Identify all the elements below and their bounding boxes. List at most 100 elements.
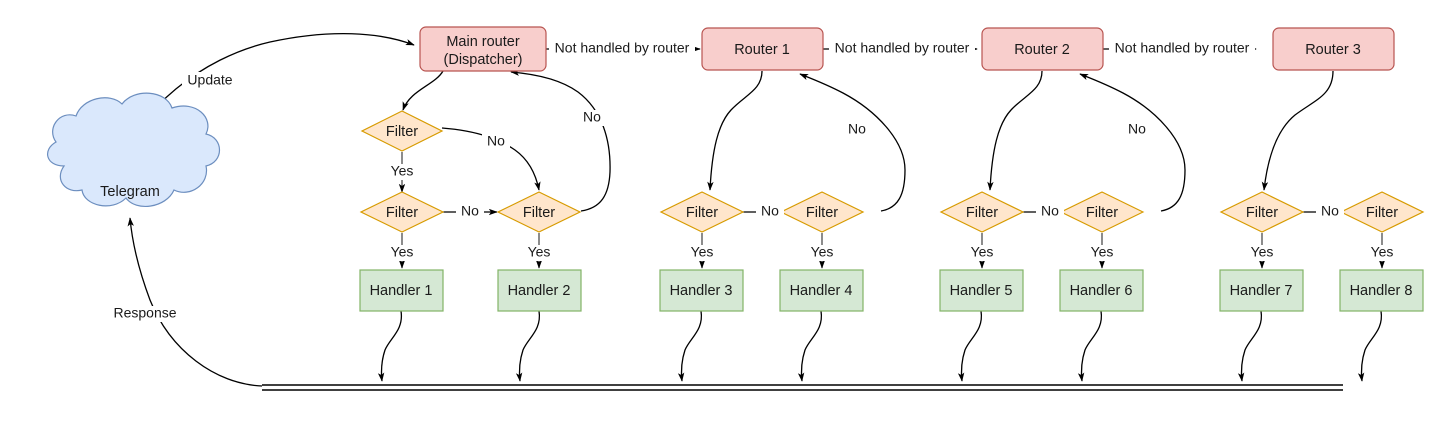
edge-handler3-bus xyxy=(677,310,703,382)
label-bg-nh3 xyxy=(1109,41,1255,57)
filter-8[interactable]: Filter xyxy=(1339,191,1425,233)
filter-1-shape xyxy=(359,191,445,233)
filter-6-label: Filter xyxy=(1086,205,1118,221)
label-bg-no1 xyxy=(482,134,510,150)
router-1[interactable]: Router 1 xyxy=(701,27,824,71)
label-bg-yes7 xyxy=(1086,245,1118,261)
handler-2[interactable]: Handler 2 xyxy=(497,269,582,312)
edge-filter0-no-filter2 xyxy=(441,127,541,191)
filter-7[interactable]: Filter xyxy=(1219,191,1305,233)
label-bg-no4 xyxy=(756,204,784,220)
edge-label-yes-7: Yes xyxy=(1091,244,1114,260)
router-main-label-line1: Main router xyxy=(446,34,520,50)
filter-1[interactable]: Filter xyxy=(359,191,445,233)
filter-2[interactable]: Filter xyxy=(496,191,582,233)
edge-filter4-no-router1 xyxy=(799,73,906,212)
handler-1-box xyxy=(359,269,444,312)
filter-6-shape xyxy=(1059,191,1145,233)
edge-handler1-bus xyxy=(377,310,403,382)
edge-label-no-2: No xyxy=(461,203,479,219)
filter-6[interactable]: Filter xyxy=(1059,191,1145,233)
router-2[interactable]: Router 2 xyxy=(981,27,1104,71)
label-bg-no7 xyxy=(1123,122,1151,138)
handler-6-box xyxy=(1059,269,1144,312)
edge-label-no-6: No xyxy=(1041,203,1059,219)
edge-handler4-bus xyxy=(797,310,823,382)
edge-main-to-filter0 xyxy=(402,70,444,111)
filter-4-label: Filter xyxy=(806,205,838,221)
filter-1-label: Filter xyxy=(386,205,418,221)
edge-label-no-4: No xyxy=(761,203,779,219)
label-bg-yes2 xyxy=(386,245,418,261)
filter-8-shape xyxy=(1339,191,1425,233)
edge-label-yes-3: Yes xyxy=(528,244,551,260)
filter-4[interactable]: Filter xyxy=(779,191,865,233)
handler-7[interactable]: Handler 7 xyxy=(1219,269,1304,312)
label-bg-yes3 xyxy=(523,245,555,261)
router-main-box xyxy=(419,26,547,72)
handler-1-label: Handler 1 xyxy=(370,283,433,299)
label-bg-yes4 xyxy=(686,245,718,261)
filter-5[interactable]: Filter xyxy=(939,191,1025,233)
edge-label-not-handled-2: Not handled by router xyxy=(835,40,970,56)
handler-1[interactable]: Handler 1 xyxy=(359,269,444,312)
handler-2-label: Handler 2 xyxy=(508,283,571,299)
edge-label-no-1: No xyxy=(487,133,505,149)
edge-router3-to-filter7 xyxy=(1261,70,1334,191)
edge-router2-to-filter5 xyxy=(987,70,1043,191)
handler-3-box xyxy=(659,269,744,312)
edge-label-yes-5: Yes xyxy=(811,244,834,260)
handler-2-box xyxy=(497,269,582,312)
router-3-box xyxy=(1272,27,1395,71)
edge-handler5-bus xyxy=(957,310,983,382)
router-2-box xyxy=(981,27,1104,71)
handler-5[interactable]: Handler 5 xyxy=(939,269,1024,312)
edge-handler8-bus xyxy=(1357,310,1383,382)
edge-filter6-no-router2 xyxy=(1079,73,1186,212)
edge-label-yes-8: Yes xyxy=(1251,244,1274,260)
edge-label-not-handled-1: Not handled by router xyxy=(555,40,690,56)
edge-router1-to-filter3 xyxy=(707,70,763,191)
edge-label-yes-4: Yes xyxy=(691,244,714,260)
router-main[interactable]: Main router (Dispatcher) xyxy=(419,26,547,72)
handler-6[interactable]: Handler 6 xyxy=(1059,269,1144,312)
label-bg-no6 xyxy=(1036,204,1064,220)
router-3[interactable]: Router 3 xyxy=(1272,27,1395,71)
handler-5-label: Handler 5 xyxy=(950,283,1013,299)
handler-6-label: Handler 6 xyxy=(1070,283,1133,299)
label-bg-no8 xyxy=(1316,204,1344,220)
edge-label-no-8: No xyxy=(1321,203,1339,219)
filter-0[interactable]: Filter xyxy=(360,110,444,152)
filter-5-label: Filter xyxy=(966,205,998,221)
router-2-label: Router 2 xyxy=(1014,42,1070,58)
handler-4-box xyxy=(779,269,864,312)
router-3-label: Router 3 xyxy=(1305,42,1361,58)
filter-2-label: Filter xyxy=(523,205,555,221)
handler-8-label: Handler 8 xyxy=(1350,283,1413,299)
edge-label-no-3: No xyxy=(583,109,601,125)
edge-filter2-no-main xyxy=(510,69,611,212)
filter-8-label: Filter xyxy=(1366,205,1398,221)
handler-7-box xyxy=(1219,269,1304,312)
edge-label-update: Update xyxy=(187,72,232,88)
filter-7-shape xyxy=(1219,191,1305,233)
handler-8[interactable]: Handler 8 xyxy=(1339,269,1424,312)
edge-label-yes-1: Yes xyxy=(391,163,414,179)
telegram-cloud[interactable]: Telegram xyxy=(47,92,221,207)
edge-label-not-handled-3: Not handled by router xyxy=(1115,40,1250,56)
label-bg-no5 xyxy=(843,122,871,138)
filter-3-shape xyxy=(659,191,745,233)
handler-4[interactable]: Handler 4 xyxy=(779,269,864,312)
filter-2-shape xyxy=(496,191,582,233)
filter-5-shape xyxy=(939,191,1025,233)
label-bg-no3 xyxy=(578,110,606,126)
label-bg-nh1 xyxy=(549,41,695,57)
edge-label-response: Response xyxy=(113,305,176,321)
edge-label-no-5: No xyxy=(848,121,866,137)
edge-response xyxy=(127,217,263,387)
telegram-label: Telegram xyxy=(100,184,160,200)
filter-3[interactable]: Filter xyxy=(659,191,745,233)
edge-label-yes-2: Yes xyxy=(391,244,414,260)
handler-3[interactable]: Handler 3 xyxy=(659,269,744,312)
